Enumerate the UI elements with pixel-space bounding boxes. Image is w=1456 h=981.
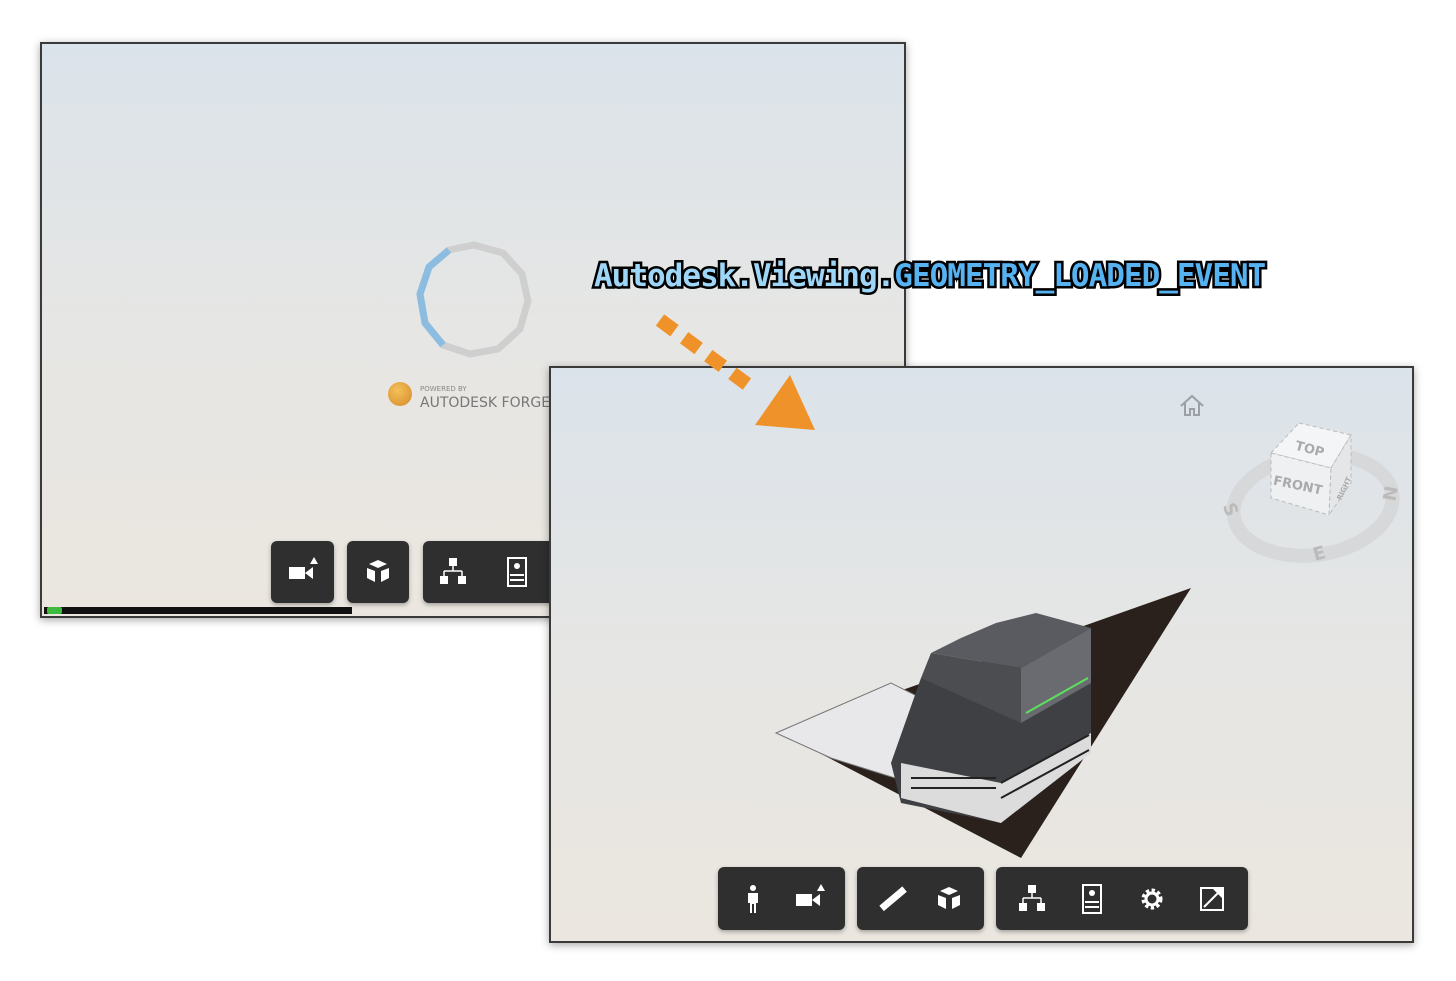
toolbar-group-model xyxy=(347,541,409,603)
camera-icon xyxy=(288,557,318,579)
properties-button[interactable] xyxy=(493,548,541,596)
forge-logo xyxy=(388,382,412,406)
model-browser-button[interactable] xyxy=(1008,875,1056,923)
event-namespace: Autodesk.Viewing. xyxy=(591,256,897,297)
event-label: Autodesk.Viewing.GEOMETRY_LOADED_EVENT xyxy=(591,256,1269,297)
compass-n: N xyxy=(1377,484,1400,502)
explode-button[interactable] xyxy=(354,548,402,596)
settings-icon xyxy=(1141,888,1163,909)
structure-icon xyxy=(440,558,466,584)
camera-button[interactable] xyxy=(279,548,327,596)
properties-button[interactable] xyxy=(1068,875,1116,923)
properties-icon xyxy=(507,557,527,587)
powered-by-text: POWERED BY xyxy=(420,385,467,393)
explode-button[interactable] xyxy=(925,875,973,923)
camera-button[interactable] xyxy=(786,875,834,923)
loading-viewer-window: POWERED BY AUTODESK FORGE xyxy=(40,42,906,618)
progress-bar xyxy=(44,607,352,614)
viewcube-top: TOP xyxy=(1293,439,1325,461)
explode-icon xyxy=(938,886,961,909)
progress-fill xyxy=(47,607,63,614)
building-model[interactable] xyxy=(771,583,1201,863)
settings-button[interactable] xyxy=(1128,875,1176,923)
home-icon[interactable] xyxy=(1178,393,1206,419)
measure-icon xyxy=(879,885,907,911)
brand-text: AUTODESK FORGE xyxy=(420,395,551,411)
properties-icon xyxy=(1082,883,1102,914)
fullscreen-button[interactable] xyxy=(1188,875,1236,923)
structure-icon xyxy=(1019,884,1045,911)
toolbar-group-model xyxy=(857,867,984,930)
walk-icon xyxy=(747,884,758,913)
fullscreen-icon xyxy=(1200,886,1224,911)
camera-icon xyxy=(796,883,826,906)
model-browser-button[interactable] xyxy=(429,548,477,596)
toolbar-group-settings xyxy=(423,541,563,603)
viewcube[interactable]: S N E TOP FRONT RIGHT xyxy=(1221,413,1401,573)
measure-button[interactable] xyxy=(868,875,916,923)
cube-icon xyxy=(367,560,389,582)
toolbar-group-navigation xyxy=(271,541,334,603)
transition-arrow xyxy=(655,314,815,430)
first-person-button[interactable] xyxy=(729,875,777,923)
loading-spinner xyxy=(416,241,532,358)
compass-e: E xyxy=(1311,542,1328,565)
toolbar-group-navigation xyxy=(718,867,845,930)
toolbar-group-settings xyxy=(996,867,1248,930)
loaded-viewer-window: S N E TOP FRONT RIGHT xyxy=(549,366,1414,943)
event-name: GEOMETRY_LOADED_EVENT xyxy=(892,256,1269,297)
